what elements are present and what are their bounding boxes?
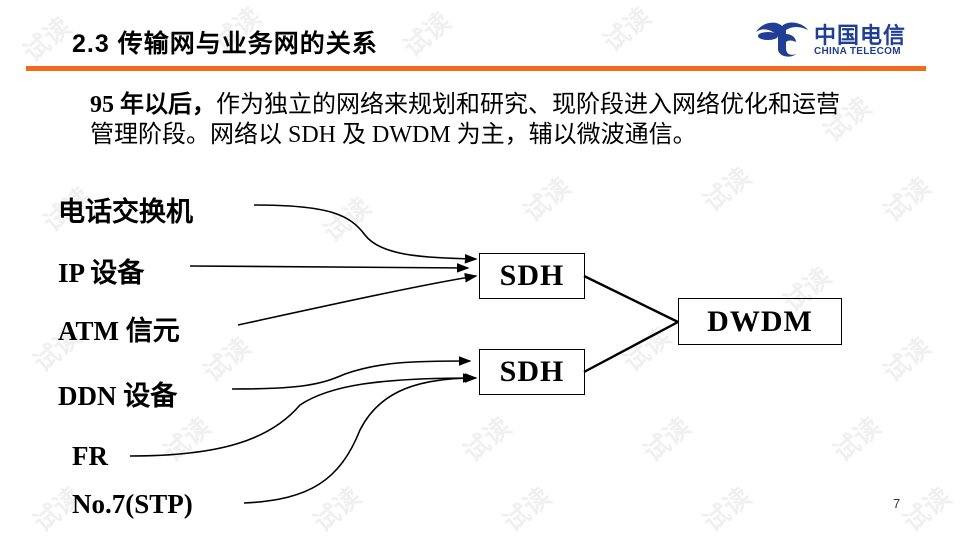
edge-atm-to-sdh1 — [237, 273, 478, 326]
edge-ip-to-sdh1 — [189, 263, 470, 273]
node-dwdm-label: DWDM — [707, 304, 813, 338]
source-fr: FR — [72, 441, 108, 471]
node-dwdm: DWDM — [678, 298, 842, 345]
edge-sdh1-to-dwdm — [583, 274, 679, 324]
china-telecom-logo-icon — [756, 22, 808, 57]
china-telecom-logo: 中国电信 CHINA TELECOM — [752, 14, 932, 62]
edge-phone-switch-to-sdh1 — [253, 204, 478, 264]
intro-lead: 95 年以后， — [90, 92, 216, 118]
slide-title: 2.3 传输网与业务网的关系 — [72, 30, 378, 58]
source-no7-stp: No.7(STP) — [72, 489, 193, 519]
source-atm-cell: ATM 信元 — [58, 316, 180, 346]
edge-sdh2-to-dwdm — [583, 320, 679, 374]
page-number: 7 — [893, 496, 901, 511]
source-phone-switch: 电话交换机 — [58, 197, 193, 227]
logo-name-en: CHINA TELECOM — [814, 46, 901, 57]
edge-fr-to-sdh2 — [129, 373, 476, 457]
title-divider — [26, 66, 926, 71]
source-ip-equipment: IP 设备 — [58, 258, 145, 288]
source-ddn-equipment: DDN 设备 — [58, 381, 178, 411]
node-sdh-2-label: SDH — [499, 355, 565, 388]
logo-name-cn: 中国电信 — [814, 23, 907, 49]
node-sdh-2: SDH — [479, 349, 585, 395]
edge-ddn-to-sdh2 — [231, 356, 472, 390]
intro-paragraph: 95 年以后，作为独立的网络来规划和研究、现阶段进入网络优化和运营管理阶段。网络… — [90, 90, 850, 150]
node-sdh-1: SDH — [479, 253, 585, 299]
node-sdh-1-label: SDH — [499, 259, 565, 292]
intro-body: 作为独立的网络来规划和研究、现阶段进入网络优化和运营管理阶段。网络以 SDH 及… — [90, 92, 840, 148]
edge-stp-to-sdh2 — [243, 373, 478, 504]
